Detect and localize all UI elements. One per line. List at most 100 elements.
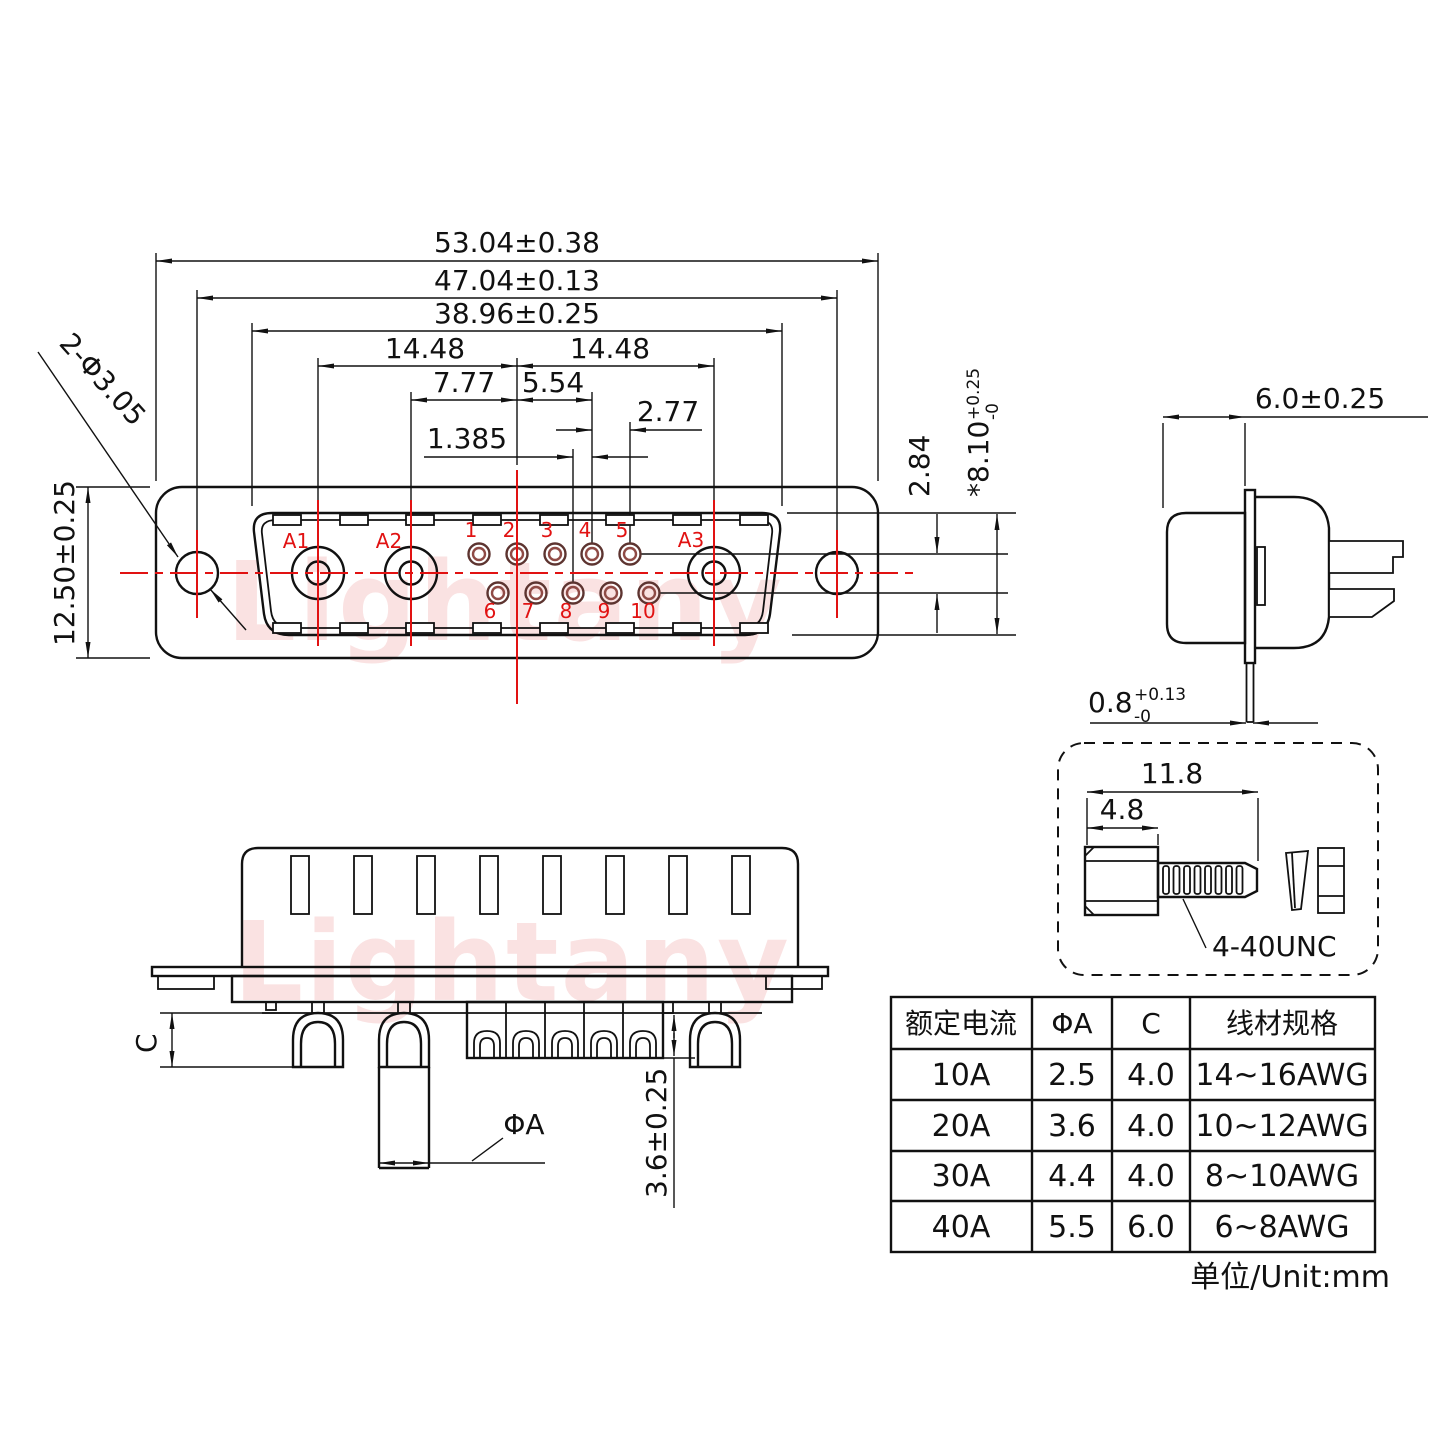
dim-overall-width: 53.04±0.38 (434, 226, 600, 259)
label-a2: A2 (376, 529, 402, 553)
dim-shell-height-tol-minus: -0 (983, 403, 1003, 420)
dim-flange-thickness: 0.8 (1088, 686, 1133, 719)
dshell-outer (252, 511, 782, 637)
solder-barrel-a3 (688, 1011, 742, 1069)
col-header-phi-a: ΦA (1051, 1007, 1092, 1040)
power-pin-tail (377, 1067, 431, 1170)
dim-a1-center: 14.48 (385, 332, 465, 365)
dim-pin-pitch: 2.77 (637, 395, 699, 428)
screw-dimension-lines (1086, 789, 1259, 949)
dim-a2-center: 7.77 (433, 366, 495, 399)
thread-ridges (1162, 865, 1244, 895)
tail-height-dimension (663, 1015, 695, 1208)
col-header-rated-current: 额定电流 (905, 1007, 1017, 1040)
col-header-c: C (1141, 1007, 1161, 1040)
dim-shell-width: 38.96±0.25 (434, 297, 600, 330)
label-pin1: 1 (465, 518, 478, 542)
nut-part (1317, 847, 1345, 914)
spec-table: 额定电流 ΦA C 线材规格 10A 2.5 4.0 14~16AWG 20A … (889, 995, 1390, 1295)
dim-row-stagger: 1.385 (427, 422, 507, 455)
thumbscrew-shaft (1156, 861, 1259, 899)
cell-c: 6.0 (1127, 1210, 1175, 1245)
watermark-text: Lightany (233, 898, 791, 1026)
front-view: 53.04±0.38 47.04±0.13 38.96±0.25 14.48 1… (37, 226, 1016, 704)
dim-shell-height-tol-plus: +0.25 (964, 368, 984, 420)
label-pin8: 8 (560, 599, 573, 623)
dim-tail-height: 3.6±0.25 (640, 1068, 673, 1198)
cable-slots (290, 855, 751, 915)
dim-c-label: C (130, 1033, 163, 1053)
cell-phi-a: 4.4 (1048, 1159, 1096, 1194)
c-dimension (160, 1012, 293, 1068)
section-tab-right (765, 975, 823, 990)
table-row: 20A 3.6 4.0 10~12AWG (932, 1109, 1369, 1144)
screw-detail: 11.8 4.8 4-40UNC (1057, 742, 1379, 976)
dim-row-gap: 2.84 (903, 435, 936, 497)
label-a3: A3 (678, 528, 704, 552)
label-pin7: 7 (522, 599, 535, 623)
label-pin2: 2 (503, 518, 516, 542)
label-pin3: 3 (541, 518, 554, 542)
side-terminal-upper (1328, 540, 1404, 574)
section-view: C ΦA 3.6±0.25 (130, 846, 830, 1208)
rear-shell (240, 846, 800, 967)
table-row: 30A 4.4 4.0 8~10AWG (932, 1159, 1359, 1194)
dim-shell-height: *8.10 (962, 421, 995, 497)
side-front-shell (1165, 511, 1247, 645)
section-tab-left (157, 975, 215, 990)
label-pin6: 6 (484, 599, 497, 623)
dim-flange-height: 12.50±0.25 (48, 480, 81, 646)
dimension-lines (37, 258, 1000, 658)
label-pin5: 5 (616, 518, 629, 542)
table-row: 10A 2.5 4.0 14~16AWG (932, 1058, 1369, 1093)
wedge-part (1285, 850, 1310, 911)
dim-center-pin4: 5.54 (522, 366, 584, 399)
cell-c: 4.0 (1127, 1109, 1175, 1144)
side-flange-plate (1243, 488, 1257, 665)
side-flange-tail (1245, 663, 1255, 723)
cell-wire: 10~12AWG (1195, 1109, 1368, 1144)
side-rear-housing (1255, 495, 1331, 650)
cell-current: 10A (932, 1058, 991, 1093)
signal-pin-block (465, 1000, 665, 1060)
table-grid (889, 995, 1377, 1254)
dim-center-a3: 14.48 (570, 332, 650, 365)
dim-screw-head: 4.8 (1100, 793, 1145, 826)
cell-phi-a: 5.5 (1048, 1210, 1096, 1245)
cell-phi-a: 3.6 (1048, 1109, 1096, 1144)
cell-wire: 6~8AWG (1214, 1210, 1349, 1245)
solder-barrel-a2 (377, 1011, 431, 1069)
cell-wire: 8~10AWG (1205, 1159, 1359, 1194)
unit-note: 单位/Unit:mm (1190, 1260, 1390, 1295)
signal-pins-bottom-row (486, 581, 661, 605)
side-housing-detail (1256, 546, 1266, 606)
side-terminal-lower (1328, 588, 1395, 618)
dim-mount-holes: 2-Φ3.05 (53, 327, 153, 433)
contact-slots (272, 514, 769, 634)
label-pin9: 9 (598, 599, 611, 623)
centerlines (120, 470, 918, 704)
cell-c: 4.0 (1127, 1159, 1175, 1194)
cell-current: 30A (932, 1159, 991, 1194)
detail-box (1057, 742, 1379, 976)
label-pin10: 10 (630, 599, 655, 623)
cell-c: 4.0 (1127, 1058, 1175, 1093)
thumbscrew-head (1083, 845, 1160, 917)
dim-mount-span: 47.04±0.13 (434, 264, 600, 297)
phi-a-dimension (379, 1137, 545, 1166)
dim-phi-a-label: ΦA (503, 1108, 544, 1141)
cell-current: 20A (932, 1109, 991, 1144)
cell-wire: 14~16AWG (1195, 1058, 1368, 1093)
label-a1: A1 (283, 529, 309, 553)
dim-depth: 6.0±0.25 (1255, 382, 1385, 415)
dim-flange-tol-minus: -0 (1134, 707, 1151, 727)
dim-flange-tol-plus: +0.13 (1134, 685, 1186, 705)
side-extension-lines (1090, 414, 1428, 726)
col-header-wire-gauge: 线材规格 (1226, 1007, 1338, 1040)
cell-current: 40A (932, 1210, 991, 1245)
label-thread-spec: 4-40UNC (1212, 930, 1337, 963)
table-row: 40A 5.5 6.0 6~8AWG (932, 1210, 1350, 1245)
solder-barrel-a1 (291, 1011, 345, 1069)
